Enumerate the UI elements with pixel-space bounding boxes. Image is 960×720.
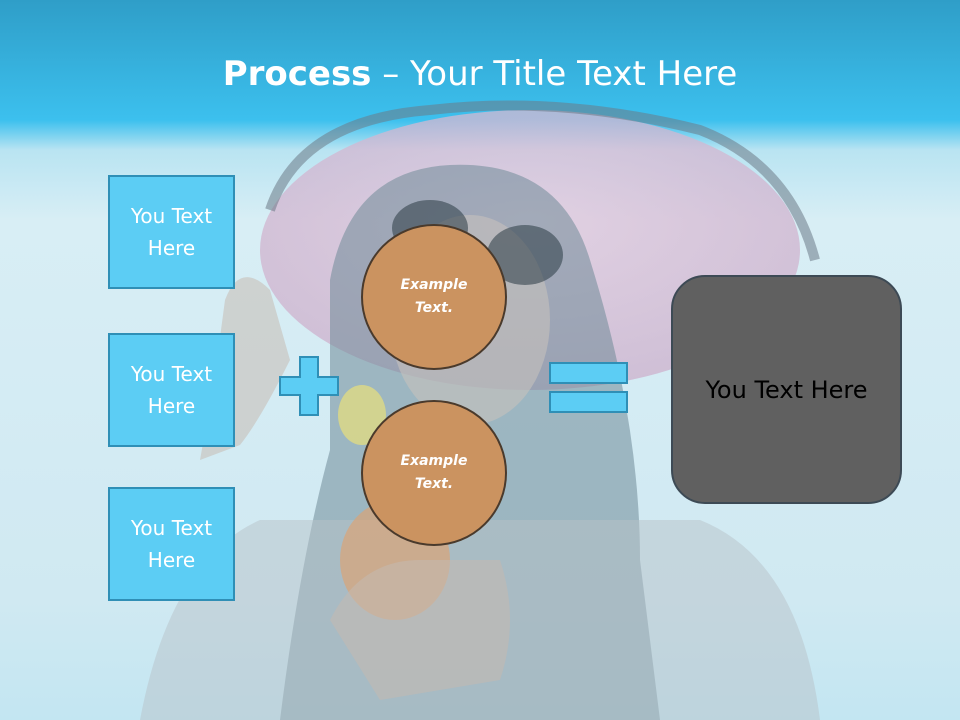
plus-icon [279, 356, 339, 416]
title-bold: Process [222, 54, 372, 94]
result-text: You Text Here [705, 375, 868, 404]
text-box-2[interactable]: You Text Here [108, 333, 235, 447]
text-box-3[interactable]: You Text Here [108, 487, 235, 601]
example-circle-2[interactable]: Example Text. [361, 400, 507, 546]
title-rest: – Your Title Text Here [371, 54, 738, 94]
text-box-1[interactable]: You Text Here [108, 175, 235, 289]
result-box[interactable]: You Text Here [671, 275, 902, 504]
example-circle-1[interactable]: Example Text. [361, 224, 507, 370]
slide-title: Process – Your Title Text Here [0, 52, 960, 96]
equals-icon [549, 362, 628, 413]
